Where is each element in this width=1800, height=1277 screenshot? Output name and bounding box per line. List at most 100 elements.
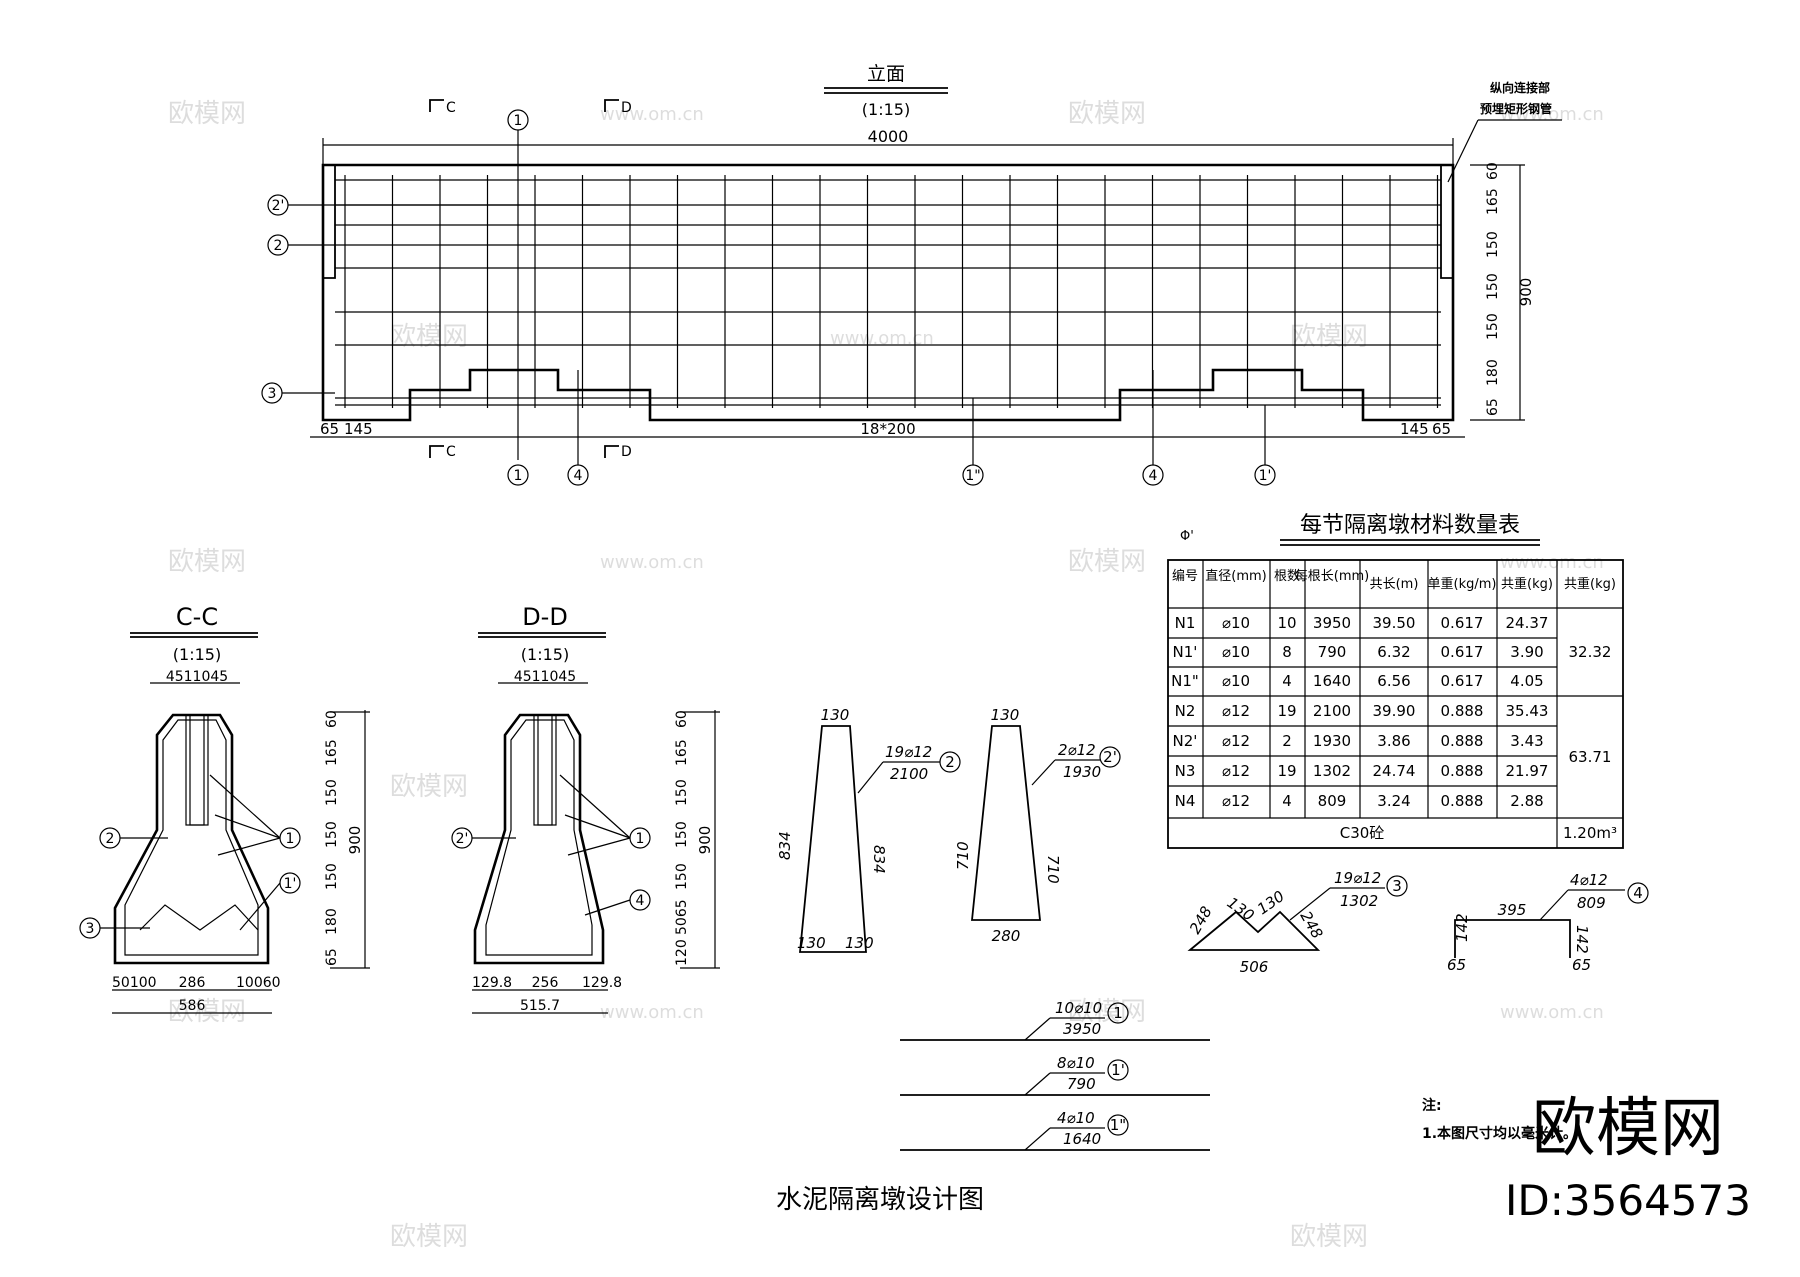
group-total: 63.71: [1569, 748, 1612, 766]
table-cell: N4: [1175, 792, 1196, 810]
svg-text:2: 2: [106, 831, 115, 847]
svg-text:130: 130: [1224, 894, 1258, 925]
svg-text:2: 2: [945, 753, 955, 771]
table-cell: 4.05: [1510, 672, 1543, 690]
table-cell: 1640: [1313, 672, 1351, 690]
table-cell: 3950: [1313, 614, 1351, 632]
table-cell: 10: [1277, 614, 1296, 632]
svg-text:809: 809: [1577, 894, 1606, 912]
watermark-url: www.om.cn: [830, 328, 934, 349]
svg-text:4511045: 4511045: [514, 669, 576, 685]
section-dd: D-D (1:15) 4511045 900 120 5065 150 150 …: [451, 603, 720, 1014]
svg-text:共重(kg): 共重(kg): [1501, 576, 1553, 592]
table-cell: 1302: [1313, 762, 1351, 780]
table-cell: 2100: [1313, 702, 1351, 720]
longitudinal-bars: [335, 179, 1441, 406]
table-cell: 3.86: [1377, 732, 1410, 750]
table-cell: 35.43: [1506, 702, 1549, 720]
svg-text:直径(mm): 直径(mm): [1205, 569, 1266, 584]
table-cell: 21.97: [1506, 762, 1549, 780]
table-cell: N3: [1175, 762, 1196, 780]
table-cell: 809: [1318, 792, 1347, 810]
svg-text:65: 65: [1485, 398, 1501, 416]
svg-text:65: 65: [320, 420, 339, 438]
concrete-label: C30砼: [1340, 824, 1385, 842]
svg-text:(1:15): (1:15): [521, 645, 569, 664]
svg-text:4⌀10: 4⌀10: [1057, 1109, 1095, 1127]
elevation-view: 立面 (1:15) 4000 900: [261, 63, 1562, 486]
bar-shape-n2: 130 834 834 130 130 19⌀12 2100 2: [776, 706, 961, 953]
svg-text:65: 65: [1447, 956, 1466, 974]
table-cell: N2: [1175, 702, 1196, 720]
svg-text:单重(kg/m): 单重(kg/m): [1428, 576, 1497, 592]
table-cell: ⌀10: [1222, 643, 1250, 661]
table-title: 每节隔离墩材料数量表: [1300, 513, 1520, 538]
watermark-id: ID:3564573: [1505, 1176, 1751, 1225]
svg-text:每根长(mm): 每根长(mm): [1295, 568, 1369, 584]
table-cell: 2.88: [1510, 792, 1543, 810]
watermark-logo: 欧模网: [1068, 997, 1146, 1027]
table-cell: 6.32: [1377, 643, 1410, 661]
table-cell: N2': [1173, 732, 1198, 750]
table-cell: 2: [1282, 732, 1292, 750]
svg-text:4: 4: [574, 468, 583, 484]
notes: 注: 1.本图尺寸均以毫米计。: [1422, 1097, 1577, 1142]
table-header: 编号 直径(mm) 根数 每根长(mm) 共长(m) 单重(kg/m) 共重(k…: [1172, 568, 1616, 592]
table-cell: 0.617: [1441, 672, 1484, 690]
steel-tube-note: 纵向连接部: [1490, 80, 1550, 95]
svg-text:150: 150: [1485, 273, 1501, 300]
table-cell: 0.888: [1441, 732, 1484, 750]
svg-text:1': 1': [1111, 1061, 1125, 1079]
svg-text:(1:15): (1:15): [173, 645, 221, 664]
bar-shape-n4: 142 395 142 65 65 4⌀12 809 4: [1447, 871, 1649, 974]
table-cell: ⌀10: [1222, 614, 1250, 632]
straight-bars: 10⌀10 3950 1 8⌀10 790 1' 4⌀10 1640 1": [900, 999, 1210, 1151]
svg-text:150: 150: [324, 779, 340, 806]
watermark-url: www.om.cn: [600, 552, 704, 573]
table-cell: 0.888: [1441, 702, 1484, 720]
elevation-title: 立面: [867, 63, 905, 85]
svg-text:65: 65: [324, 948, 340, 966]
table-cell: 8: [1282, 643, 1292, 661]
table-cell: 3.90: [1510, 643, 1543, 661]
svg-text:2': 2': [1103, 748, 1117, 766]
svg-text:256: 256: [532, 975, 559, 991]
elevation-bottom-dims: 65 145 18*200 145 65: [320, 420, 1451, 438]
svg-text:C: C: [446, 100, 456, 116]
svg-text:515.7: 515.7: [520, 998, 560, 1014]
svg-text:1": 1": [965, 468, 980, 484]
svg-text:2': 2': [272, 198, 285, 214]
watermark-logo: 欧模网: [1290, 322, 1368, 352]
table-cell: 39.90: [1373, 702, 1416, 720]
section-marks: C D C D: [429, 99, 632, 460]
elevation-scale: (1:15): [862, 100, 910, 119]
table-cell: ⌀10: [1222, 672, 1250, 690]
section-dd-title: D-D: [522, 603, 568, 631]
svg-text:2⌀12: 2⌀12: [1058, 741, 1096, 759]
section-cc-outline: [113, 713, 270, 965]
svg-text:1640: 1640: [1063, 1130, 1101, 1148]
svg-text:130: 130: [845, 934, 874, 952]
watermark-logo: 欧模网: [1290, 1222, 1368, 1252]
svg-text:3950: 3950: [1063, 1020, 1101, 1038]
svg-text:1.本图尺寸均以毫米计。: 1.本图尺寸均以毫米计。: [1422, 1125, 1577, 1142]
watermark-url: www.om.cn: [1500, 1002, 1604, 1023]
svg-text:248: 248: [1297, 908, 1327, 942]
svg-text:180: 180: [1485, 359, 1501, 386]
table-cell: 3.43: [1510, 732, 1543, 750]
svg-text:150: 150: [674, 821, 690, 848]
svg-text:1: 1: [286, 831, 295, 847]
svg-text:60: 60: [1485, 162, 1501, 180]
section-dd-outline: [473, 713, 605, 965]
svg-text:4⌀12: 4⌀12: [1570, 871, 1608, 889]
svg-text:19⌀12: 19⌀12: [885, 743, 932, 761]
svg-text:3: 3: [268, 386, 277, 402]
svg-text:D: D: [621, 444, 632, 460]
table-cell: 4: [1282, 792, 1292, 810]
svg-text:1930: 1930: [1063, 763, 1101, 781]
svg-text:1: 1: [1113, 1004, 1123, 1022]
svg-text:710: 710: [954, 841, 972, 870]
table-cell: ⌀12: [1222, 732, 1250, 750]
svg-text:19⌀12: 19⌀12: [1334, 869, 1381, 887]
watermark-logo: 欧模网: [1068, 547, 1146, 577]
